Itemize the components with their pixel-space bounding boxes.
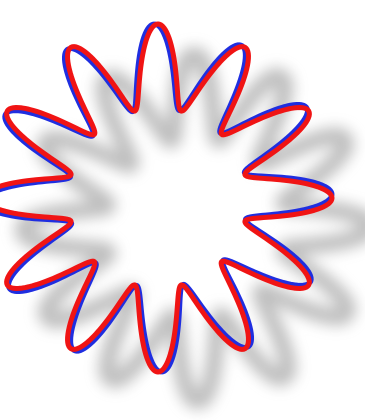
- figure-canvas: [0, 0, 365, 420]
- wave-ring-figure: [0, 0, 365, 420]
